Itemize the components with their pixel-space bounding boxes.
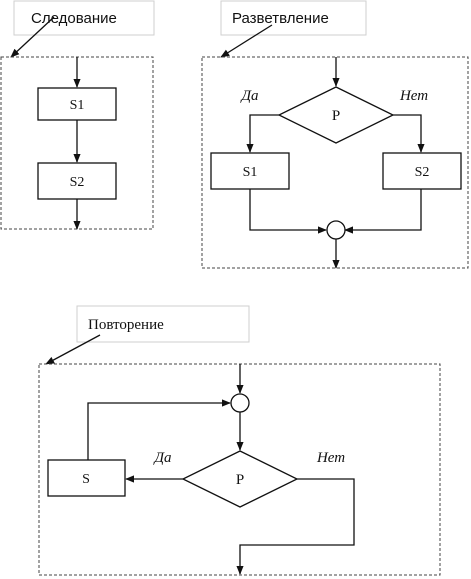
branch-no-arrow (393, 114, 425, 153)
sequence-block-s1-label: S1 (70, 98, 85, 113)
loop-yes-label: Да (152, 450, 171, 466)
loop-callout-pointer (45, 334, 101, 365)
sequence-callout-pointer (10, 16, 55, 58)
loop-condition-diamond (181, 450, 299, 508)
loop-block-s (47, 459, 126, 497)
branch-title: Разветвление (232, 10, 329, 27)
loop-back-arrow (87, 399, 231, 460)
branch-callout-pointer (220, 24, 273, 58)
branch-block-s2 (382, 152, 462, 190)
loop-merge-node (230, 393, 250, 413)
sequence-diagram: Следование S1 S2 (0, 0, 155, 230)
loop-title: Повторение (88, 317, 164, 333)
branch-yes-arrow (246, 114, 279, 153)
loop-condition-label: P (236, 472, 244, 488)
branch-callout-box (220, 0, 367, 36)
loop-callout-box (76, 305, 250, 343)
branch-no-label: Нет (399, 88, 428, 104)
loop-block-s-label: S (82, 472, 90, 487)
sequence-block-s1 (37, 87, 117, 121)
branch-condition-diamond (277, 86, 395, 144)
branch-block-s2-label: S2 (415, 165, 430, 180)
branch-yes-label: Да (239, 88, 258, 104)
loop-no-label: Нет (316, 450, 345, 466)
branch-condition-label: P (332, 108, 340, 124)
loop-exit-arrow (236, 478, 355, 575)
loop-diagram: Повторение P Да Нет S (38, 305, 441, 576)
branch-block-s1-label: S1 (243, 165, 258, 180)
branch-merge-right (344, 189, 422, 234)
branch-merge-node (326, 220, 346, 240)
branch-block-s1 (210, 152, 290, 190)
branch-diagram: Разветвление P Да Нет S1 S2 (201, 0, 469, 269)
sequence-block-s2-label: S2 (70, 175, 85, 190)
branch-merge-left (249, 189, 327, 234)
sequence-block-s2 (37, 162, 117, 200)
sequence-callout-box (13, 0, 155, 36)
sequence-title: Следование (31, 10, 117, 27)
